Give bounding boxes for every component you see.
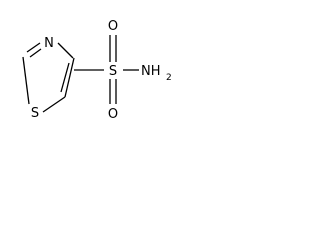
atom-label-o-top: O [108, 19, 118, 34]
bond-s1-c2 [22, 56, 30, 105]
bond-c4-c5 [64, 57, 75, 98]
atom-label-nh: NH [141, 64, 161, 79]
atom-label-s-ring: S [31, 106, 39, 121]
bond-c4-c5-inner [60, 62, 70, 93]
atom-label-s-sulfonyl: S [109, 64, 117, 79]
bond-n3-c4 [57, 42, 74, 59]
atom-label-o-bottom: O [108, 107, 118, 122]
molecule-structure: N S S O O NH 2 [22, 19, 172, 122]
structure-canvas: N S S O O NH 2 [0, 0, 199, 141]
bond-c2-n3-inner [29, 48, 42, 58]
atom-label-nh2-subscript: 2 [166, 73, 172, 83]
bond-c5-s1 [42, 96, 66, 113]
bond-c2-n3 [26, 42, 41, 53]
atom-label-n-ring: N [44, 36, 54, 51]
